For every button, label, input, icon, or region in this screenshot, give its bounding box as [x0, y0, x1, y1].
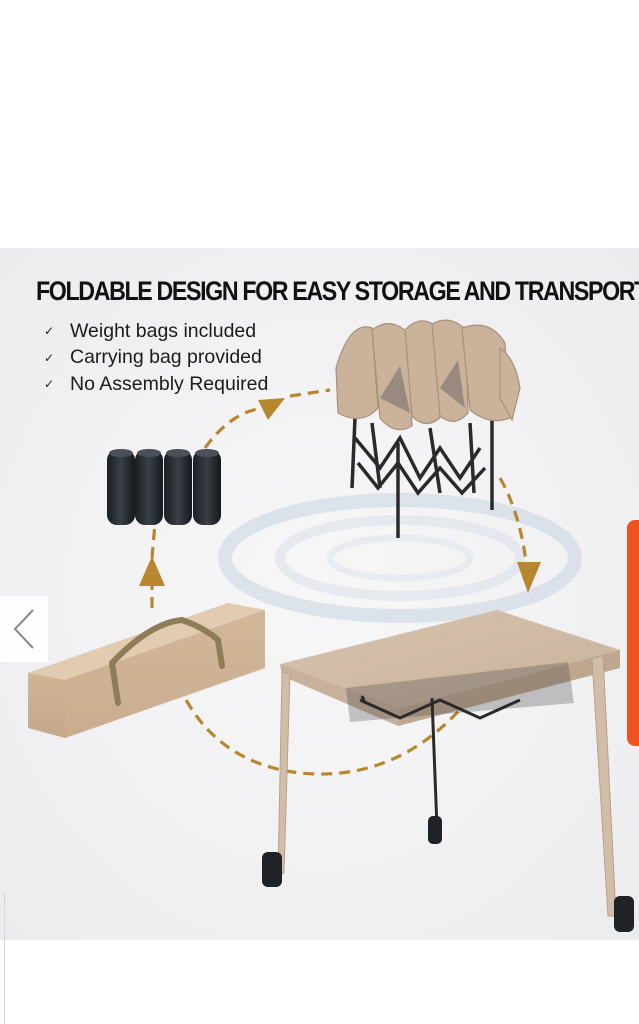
left-edge-divider: [4, 893, 5, 1024]
previous-image-button[interactable]: [0, 596, 48, 662]
feature-item: ✓ Weight bags included: [44, 318, 268, 345]
product-illustration: [28, 319, 634, 932]
checkmark-icon: ✓: [44, 350, 55, 365]
chevron-left-icon: [13, 609, 34, 649]
feature-item: ✓ Carrying bag provided: [44, 345, 268, 372]
top-whitespace: [0, 0, 639, 248]
bottom-whitespace: [0, 940, 639, 1024]
feature-list: ✓ Weight bags included ✓ Carrying bag pr…: [44, 318, 268, 398]
checkmark-icon: ✓: [44, 377, 55, 392]
feature-text: No Assembly Required: [70, 372, 269, 395]
banner-headline: FOLDABLE DESIGN FOR EASY STORAGE AND TRA…: [36, 276, 639, 306]
feature-item: ✓ No Assembly Required: [44, 371, 268, 398]
feature-text: Weight bags included: [70, 319, 257, 342]
checkmark-icon: ✓: [44, 324, 55, 339]
side-panel-tab[interactable]: [627, 520, 639, 746]
product-image: FOLDABLE DESIGN FOR EASY STORAGE AND TRA…: [0, 248, 639, 940]
feature-text: Carrying bag provided: [70, 346, 262, 369]
swirl-background: [218, 493, 582, 623]
opened-canopy: [262, 610, 634, 932]
carry-bag: [28, 603, 265, 738]
cycle-arrowheads: [139, 398, 541, 593]
folded-canopy: [335, 319, 521, 538]
weight-bags: [107, 449, 221, 525]
